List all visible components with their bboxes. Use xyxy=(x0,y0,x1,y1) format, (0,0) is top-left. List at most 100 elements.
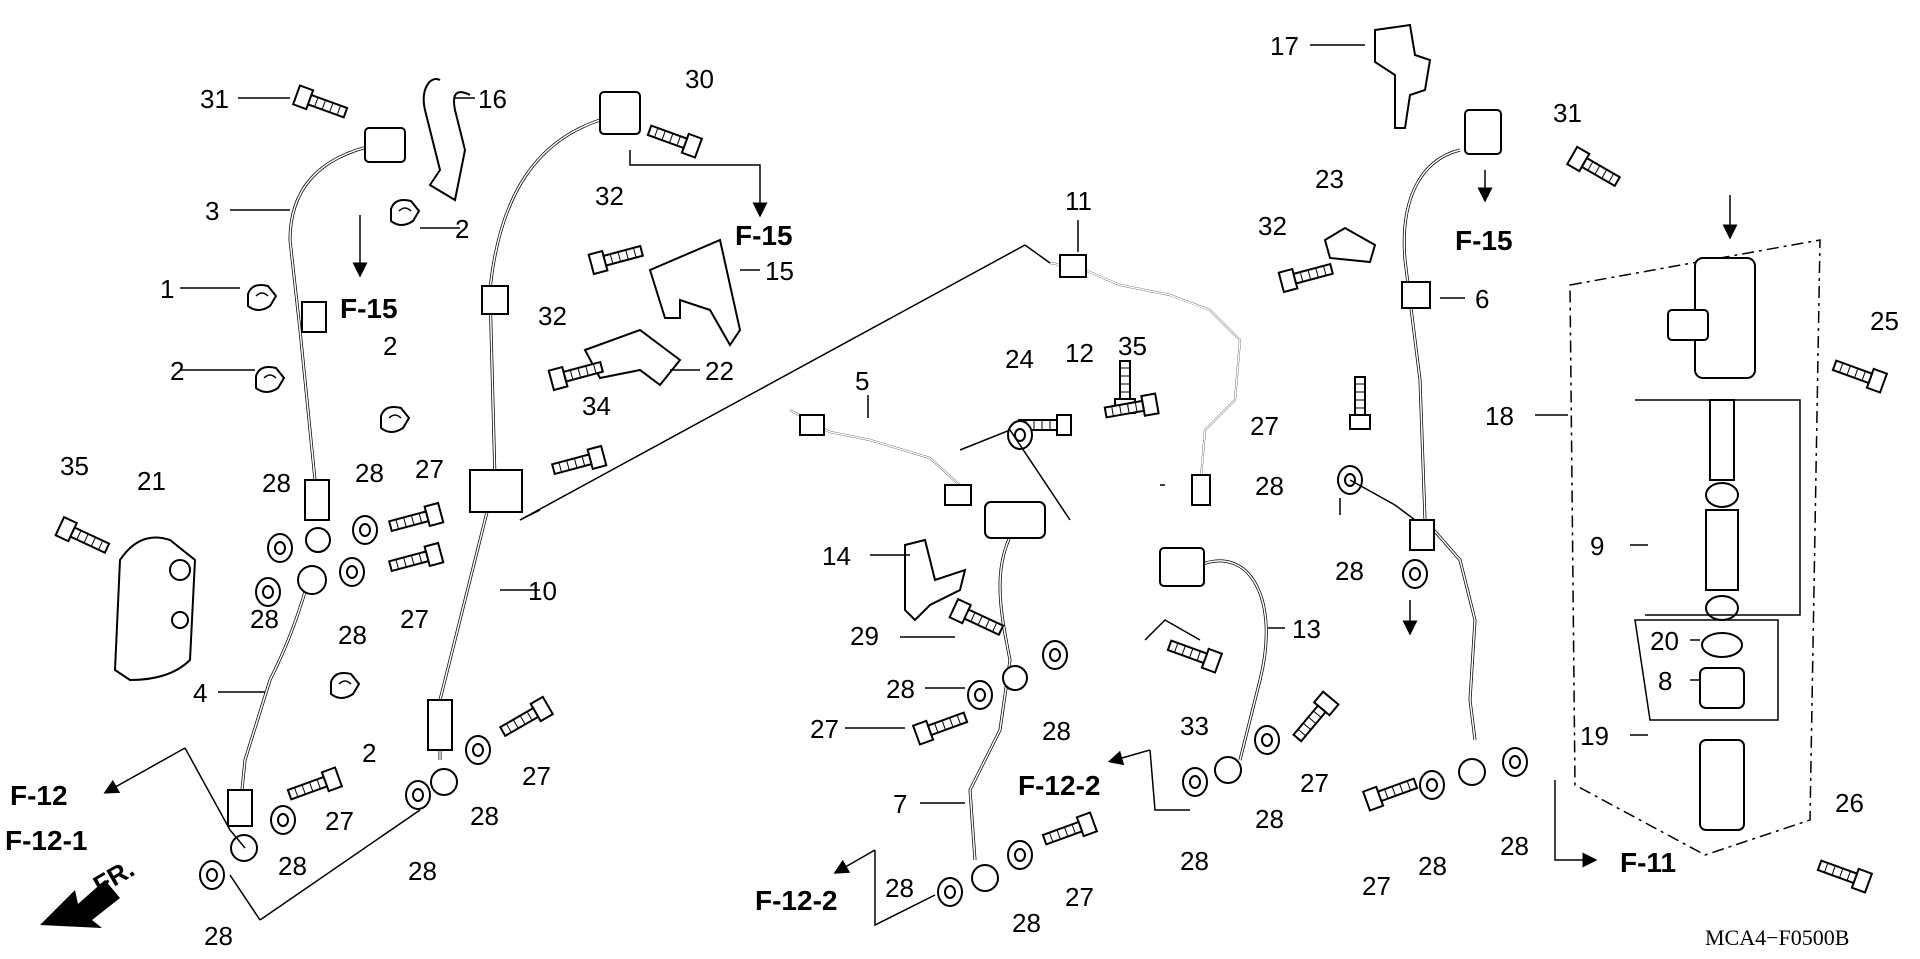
label-17: 17 xyxy=(1270,31,1299,61)
bolt-34-icon xyxy=(549,445,608,480)
spring-lower-icon xyxy=(1705,509,1739,591)
label-21: 21 xyxy=(137,466,166,496)
washer-28-j-icon xyxy=(1042,640,1068,670)
label-28-r: 28 xyxy=(1500,831,1529,861)
label-13: 13 xyxy=(1292,614,1321,644)
ref-f12-2-a: F-12-2 xyxy=(1018,770,1100,801)
label-28-a: 28 xyxy=(262,468,291,498)
front-arrow-icon xyxy=(40,880,120,928)
diagram-code-label: MCA4−F0500B xyxy=(1705,925,1849,950)
bolt-31-b-icon xyxy=(1566,145,1624,192)
label-28-q: 28 xyxy=(1418,851,1447,881)
bracket-15 xyxy=(648,238,742,347)
label-7: 7 xyxy=(893,789,907,819)
label-27-i: 27 xyxy=(1362,871,1391,901)
ref-f11: F-11 xyxy=(1620,847,1676,878)
bolt-31-icon xyxy=(292,84,350,124)
label-6: 6 xyxy=(1475,284,1489,314)
label-27-h: 27 xyxy=(1250,411,1279,441)
washer-28-m-icon xyxy=(1182,767,1208,797)
label-23: 23 xyxy=(1315,164,1344,194)
reference-labels: F-15 F-15 F-15 F-12 F-12-1 F-12-2 F-12-2… xyxy=(5,220,1676,916)
label-10: 10 xyxy=(528,576,557,606)
label-2-d: 2 xyxy=(362,738,376,768)
label-5: 5 xyxy=(855,366,869,396)
bolt-30-icon xyxy=(645,119,703,159)
clamp-2-c-icon xyxy=(380,406,410,433)
label-2-a: 2 xyxy=(455,214,469,244)
bolt-32-a-icon xyxy=(587,240,646,275)
label-27-d: 27 xyxy=(325,806,354,836)
bolt-27-b-icon xyxy=(386,542,445,577)
label-14: 14 xyxy=(822,541,851,571)
label-28-o: 28 xyxy=(1255,471,1284,501)
hose-10-joint-icon xyxy=(599,91,641,135)
clamp-2-a-icon xyxy=(390,199,420,226)
clamp-2-d-icon xyxy=(330,672,360,699)
brake-pipe-5 xyxy=(789,409,972,506)
label-34: 34 xyxy=(582,391,611,421)
label-27-c: 27 xyxy=(522,761,551,791)
label-28-f: 28 xyxy=(278,851,307,881)
label-33: 33 xyxy=(1180,711,1209,741)
brake-pipe-11 xyxy=(1049,254,1242,506)
delay-valve-assembly xyxy=(1569,239,1821,856)
label-2-b: 2 xyxy=(170,356,184,386)
label-20: 20 xyxy=(1650,626,1679,656)
bolt-27-j-icon xyxy=(1362,772,1420,812)
bolt-26-icon xyxy=(1815,854,1873,894)
bolt-27-h-icon xyxy=(1040,811,1098,851)
label-1: 1 xyxy=(160,274,174,304)
label-27-a: 27 xyxy=(415,454,444,484)
label-27-f: 27 xyxy=(1065,882,1094,912)
bolt-27-i-icon xyxy=(1349,376,1371,430)
washer-28-h-icon xyxy=(199,860,225,890)
bolt-35-icon xyxy=(54,516,113,559)
label-28-g: 28 xyxy=(408,856,437,886)
label-32-a: 32 xyxy=(595,181,624,211)
label-32-b: 32 xyxy=(538,301,567,331)
label-26: 26 xyxy=(1835,788,1864,818)
clamp-2-b-icon xyxy=(255,366,285,393)
clamp-1-icon xyxy=(247,284,277,311)
washer-28-r-icon xyxy=(1502,747,1528,777)
washer-28-i-icon xyxy=(967,680,993,710)
bolt-35-b-icon xyxy=(1102,392,1160,424)
spring-upper-icon xyxy=(1709,399,1735,481)
hose-3-joint-icon xyxy=(364,127,406,163)
label-11: 11 xyxy=(1065,186,1092,216)
bracket-17 xyxy=(1374,23,1432,129)
label-28-n: 28 xyxy=(1180,846,1209,876)
label-28-m: 28 xyxy=(1255,804,1284,834)
label-27-e: 27 xyxy=(810,714,839,744)
washer-28-a-icon xyxy=(267,533,293,563)
washer-28-e-icon xyxy=(465,735,491,765)
bolt-33-icon xyxy=(1165,634,1223,674)
ref-f15-a: F-15 xyxy=(340,293,398,324)
washer-28-f-icon xyxy=(405,780,431,810)
label-2-c: 2 xyxy=(383,331,397,361)
label-18: 18 xyxy=(1485,401,1514,431)
bracket-23 xyxy=(1323,226,1377,264)
label-30: 30 xyxy=(685,64,714,94)
label-16: 16 xyxy=(478,84,507,114)
label-29: 29 xyxy=(850,621,879,651)
brake-hose-7 xyxy=(968,501,1046,892)
washer-28-c-icon xyxy=(255,577,281,607)
part-number-labels: 31 16 3 2 1 2 2 35 21 28 28 27 28 28 27 … xyxy=(60,31,1899,951)
bracket-14 xyxy=(904,538,967,622)
washer-28-d-icon xyxy=(339,557,365,587)
label-28-j: 28 xyxy=(1042,716,1071,746)
bolt-27-g-icon xyxy=(1288,690,1340,746)
washer-28-q-icon xyxy=(1419,770,1445,800)
bracket-22 xyxy=(583,328,682,387)
label-22: 22 xyxy=(705,356,734,386)
washer-28-g-icon xyxy=(270,805,296,835)
label-31: 31 xyxy=(200,84,229,114)
bolt-27-d-icon xyxy=(285,766,343,806)
label-28-l: 28 xyxy=(1012,908,1041,938)
label-28-e: 28 xyxy=(470,801,499,831)
ref-f15-c: F-15 xyxy=(1455,225,1513,256)
brake-hose-13 xyxy=(1159,547,1268,784)
